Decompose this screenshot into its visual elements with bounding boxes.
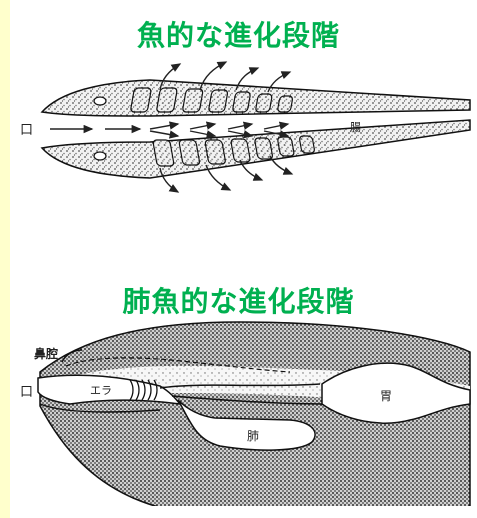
fish-diagram: 口 腸 xyxy=(20,62,470,192)
lungfish-lung-label: 肺 xyxy=(247,429,259,443)
fish-intestine-label: 腸 xyxy=(350,121,361,134)
fish-eye-upper xyxy=(94,97,106,105)
lungfish-mouth-label: 口 xyxy=(20,385,33,400)
fish-flow-arrows xyxy=(50,124,288,136)
lungfish-nasal-label: 鼻腔 xyxy=(34,346,58,361)
lungfish-gill-label: エラ xyxy=(90,384,112,397)
lungfish-stomach-label: 胃 xyxy=(380,389,392,403)
fish-mouth-label: 口 xyxy=(20,123,33,138)
lungfish-diagram: 鼻腔 口 エラ 肺 胃 xyxy=(10,322,477,518)
fish-eye-lower xyxy=(94,152,106,160)
